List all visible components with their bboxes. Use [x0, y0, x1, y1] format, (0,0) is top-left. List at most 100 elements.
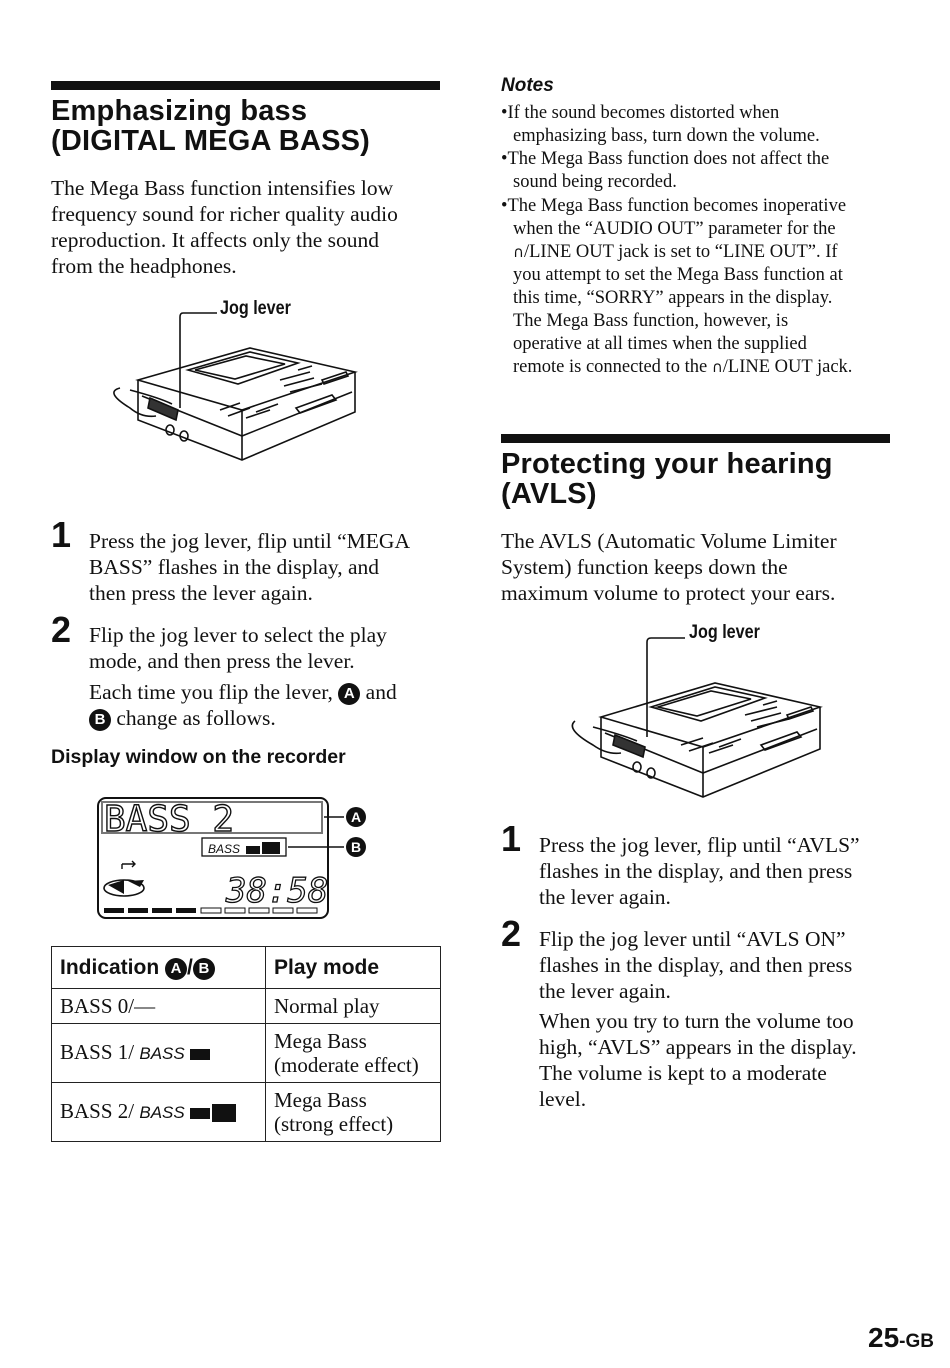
note-line: The Mega Bass function does not affect t… — [507, 149, 830, 169]
cell-text: Mega Bass — [274, 1088, 367, 1112]
page-number-value: 25 — [868, 1322, 900, 1353]
mega-bass-intro: The Mega Bass function intensifies low f… — [51, 175, 398, 279]
step-number: 1 — [51, 514, 72, 555]
step-1-text: Press the jog lever, flip until “MEGA BA… — [89, 528, 410, 606]
display-window-heading: Display window on the recorder — [51, 746, 346, 768]
step-line: mode, and then press the lever. — [89, 649, 355, 673]
table-header-indication: Indication A/B — [51, 946, 266, 989]
step-line: Flip the jog lever until “AVLS ON” — [539, 927, 846, 951]
section-title-mega-bass: Emphasizing bass (DIGITAL MEGA BASS) — [51, 96, 370, 156]
table-cell-indication: BASS 0/— — [51, 988, 266, 1024]
avls-step-2-extra: When you try to turn the volume too high… — [539, 1008, 857, 1112]
table-cell-indication: BASS 1/ BASS — [51, 1023, 266, 1083]
cell-text: Mega Bass — [274, 1029, 367, 1053]
step-line: flashes in the display, and then press — [539, 859, 853, 883]
note-line: when the “AUDIO OUT” parameter for the — [513, 219, 836, 239]
step-line: When you try to turn the volume too — [539, 1009, 854, 1033]
table-header-play-mode: Play mode — [265, 946, 441, 989]
page-number-suffix: -GB — [899, 1331, 934, 1352]
note-line: remote is connected to the — [513, 357, 708, 377]
step-line: level. — [539, 1087, 587, 1111]
step-line: Each time you flip the lever, — [89, 680, 333, 704]
header-sep: / — [187, 955, 193, 979]
step-2-text: Flip the jog lever to select the play mo… — [89, 622, 387, 674]
avls-step-1-text: Press the jog lever, flip until “AVLS” f… — [539, 832, 860, 910]
callout-a: A — [351, 809, 361, 825]
section-rule-right — [501, 434, 890, 443]
avls-intro: The AVLS (Automatic Volume Limiter Syste… — [501, 528, 837, 606]
note-line: The Mega Bass function becomes inoperati… — [507, 196, 847, 216]
jog-lever-label: Jog lever — [220, 298, 291, 319]
bass-word: BASS — [139, 1044, 185, 1063]
step-line: and — [365, 680, 397, 704]
recorder-illustration — [113, 312, 358, 461]
intro-line: frequency sound for richer quality audio — [51, 202, 398, 226]
header-text: Indication — [60, 955, 160, 979]
marker-b-icon: B — [192, 957, 215, 980]
note-line: /LINE OUT jack is set to “LINE OUT”. If — [523, 242, 838, 262]
intro-line: The AVLS (Automatic Volume Limiter — [501, 529, 837, 553]
title-line-2: (DIGITAL MEGA BASS) — [51, 125, 371, 157]
note-line: sound being recorded. — [513, 172, 677, 192]
table-cell-mode: Normal play — [265, 988, 441, 1024]
note-line: If the sound becomes distorted when — [507, 103, 780, 123]
cell-text: (strong effect) — [274, 1112, 394, 1136]
step-2-extra: Each time you flip the lever, A and B ch… — [89, 679, 397, 731]
step-line: the lever again. — [539, 979, 671, 1003]
bass-word: BASS — [139, 1103, 185, 1122]
note-line: The Mega Bass function, however, is — [513, 311, 789, 331]
title-line-1: Protecting your hearing — [501, 448, 833, 480]
play-mode-table: Indication A/B Play mode BASS 0/— Normal… — [51, 946, 441, 1142]
level-meter — [104, 907, 318, 914]
step-line: high, “AVLS” appears in the display. — [539, 1035, 857, 1059]
marker-a-icon: A — [338, 683, 361, 705]
note-line: this time, “SORRY” appears in the displa… — [513, 288, 833, 308]
headphones-icon: ∩ — [513, 243, 524, 261]
step-line: the lever again. — [539, 885, 671, 909]
lcd-time: 38:58 — [225, 871, 328, 911]
step-line: Flip the jog lever to select the play — [89, 623, 387, 647]
intro-line: reproduction. It affects only the sound — [51, 228, 379, 252]
step-line: then press the lever again. — [89, 581, 313, 605]
note-line: you attempt to set the Mega Bass functio… — [513, 265, 843, 285]
step-number: 2 — [501, 913, 522, 954]
notes-heading: Notes — [501, 75, 554, 96]
step-line: BASS” flashes in the display, and — [89, 555, 380, 579]
step-line: change as follows. — [116, 706, 276, 730]
note-item: •The Mega Bass function does not affect … — [501, 149, 830, 192]
repeat-icon — [121, 860, 136, 869]
intro-line: System) function keeps down the — [501, 555, 788, 579]
table-cell-mode: Mega Bass (moderate effect) — [265, 1023, 441, 1083]
intro-line: from the headphones. — [51, 254, 237, 278]
table-cell-indication: BASS 2/ BASS — [51, 1082, 266, 1142]
page-number: 25-GB — [868, 1322, 934, 1354]
step-line: Press the jog lever, flip until “MEGA — [89, 529, 410, 553]
cell-text: BASS 2/ — [60, 1099, 135, 1123]
disc-icon — [103, 879, 145, 897]
table-cell-mode: Mega Bass (strong effect) — [265, 1082, 441, 1142]
step-line: flashes in the display, and then press — [539, 953, 853, 977]
bass-bar-icon — [189, 1107, 210, 1119]
intro-line: The Mega Bass function intensifies low — [51, 176, 394, 200]
jog-lever-label: Jog lever — [689, 622, 760, 643]
table-header-row: Indication A/B Play mode — [51, 946, 441, 989]
cell-text: BASS 1/ — [60, 1040, 135, 1064]
step-number: 2 — [51, 609, 72, 650]
title-line-2: (AVLS) — [501, 478, 597, 510]
lcd-bass-small: BASS — [208, 842, 240, 856]
lcd-main-text: BASS 2 — [104, 799, 234, 840]
bass-bar-icon — [211, 1104, 236, 1123]
lcd-display: BASS 2 BASS A B 38:58 — [97, 797, 366, 919]
intro-line: maximum volume to protect your ears. — [501, 581, 836, 605]
section-rule-left — [51, 81, 440, 90]
step-line: The volume is kept to a moderate — [539, 1061, 827, 1085]
marker-b-icon: B — [89, 709, 111, 731]
note-item: •The Mega Bass function becomes inoperat… — [501, 196, 853, 377]
table-row: BASS 1/ BASS Mega Bass (moderate effect) — [51, 1023, 441, 1083]
step-number: 1 — [501, 818, 522, 859]
note-item: •If the sound becomes distorted when emp… — [501, 103, 820, 146]
recorder-illustration — [571, 637, 823, 798]
note-line: emphasizing bass, turn down the volume. — [513, 126, 820, 146]
table-row: BASS 0/— Normal play — [51, 988, 441, 1024]
avls-step-2-text: Flip the jog lever until “AVLS ON” flash… — [539, 926, 852, 1004]
